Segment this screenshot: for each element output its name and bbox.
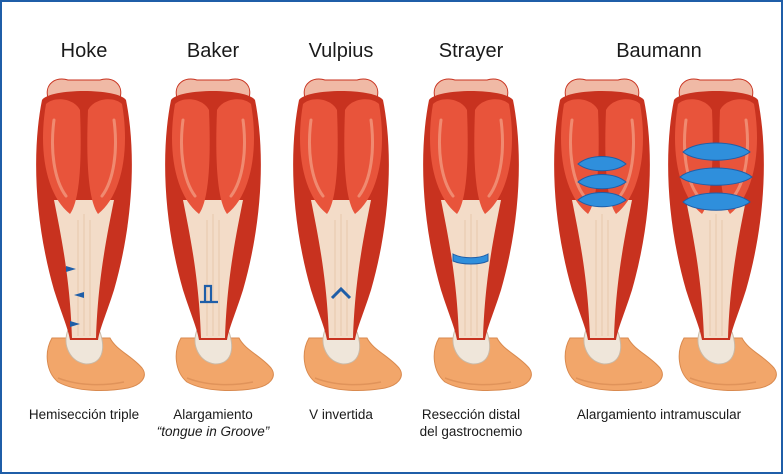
- leg-vulpius: [291, 77, 403, 392]
- baumann-incision-marks-left: [577, 156, 627, 208]
- caption-baker-line1: Alargamiento: [173, 407, 253, 422]
- title-baumann: Baumann: [616, 40, 702, 62]
- caption-baumann-line1: Alargamiento intramuscular: [576, 407, 742, 422]
- leg-baumann-left: [552, 77, 664, 392]
- title-hoke: Hoke: [60, 40, 108, 62]
- caption-baumann: Alargamiento intramuscular: [577, 406, 741, 423]
- caption-hoke: Hemisección triple: [29, 406, 139, 423]
- caption-baker-line2: “tongue in Groove”: [156, 424, 270, 439]
- leg-baumann-right: [666, 77, 778, 392]
- caption-strayer: Resección distal del gastrocnemio: [420, 406, 523, 440]
- title-baker: Baker: [186, 40, 240, 62]
- strayer-incision-mark: [452, 253, 489, 265]
- caption-baker: Alargamiento “tongue in Groove”: [157, 406, 270, 440]
- caption-vulpius: V invertida: [309, 406, 373, 423]
- caption-strayer-line2: del gastrocnemio: [419, 424, 523, 439]
- leg-baker: [163, 77, 275, 392]
- baker-incision-mark: [200, 284, 218, 304]
- hoke-incision-marks: [66, 266, 84, 327]
- title-strayer: Strayer: [438, 40, 504, 62]
- title-vulpius: Vulpius: [308, 40, 374, 62]
- leg-hoke: [34, 77, 146, 392]
- caption-hoke-line1: Hemisección triple: [28, 407, 140, 422]
- baumann-incision-marks-right: [679, 142, 753, 211]
- caption-strayer-line1: Resección distal: [421, 407, 521, 422]
- vulpius-incision-mark: [330, 286, 352, 300]
- caption-vulpius-line1: V invertida: [309, 407, 373, 422]
- leg-strayer: [421, 77, 533, 392]
